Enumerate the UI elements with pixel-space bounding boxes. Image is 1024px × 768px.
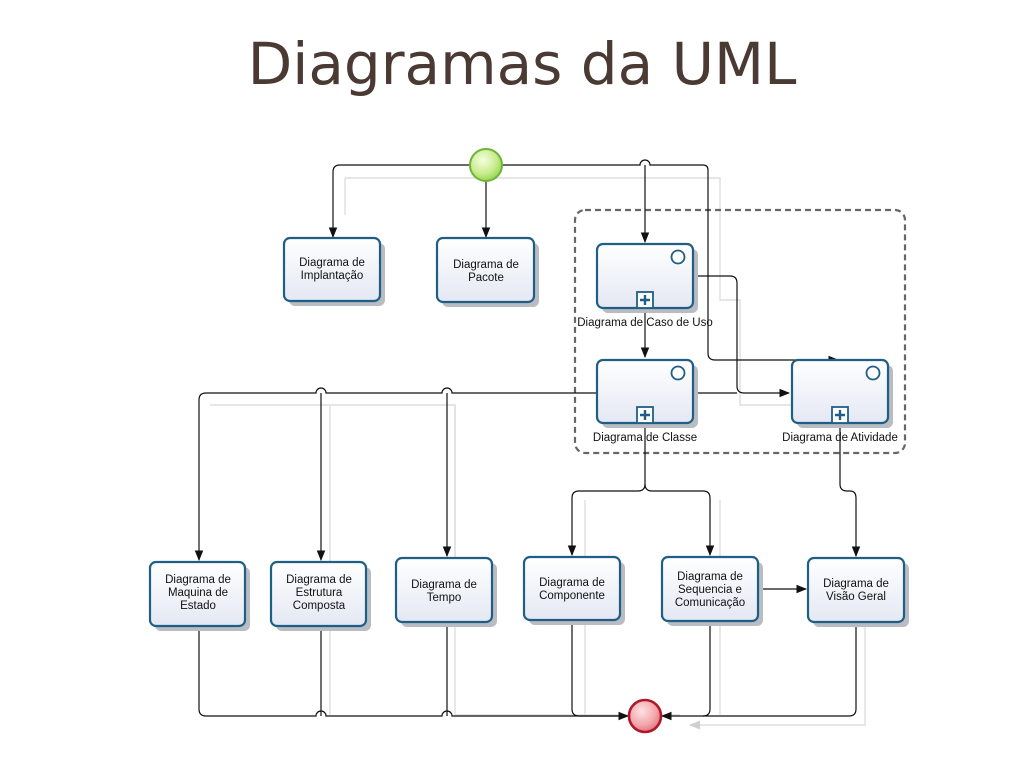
box-caso-de-uso[interactable]: [595, 242, 698, 313]
start-event[interactable]: [469, 148, 503, 182]
box-label-line: Diagrama de: [677, 571, 743, 583]
plus-sign-icon: [640, 295, 650, 305]
box-label-line: Diagrama de: [299, 257, 365, 269]
connectors: [194, 159, 861, 721]
box-caso-de-uso-label: Diagrama de Caso de Uso: [577, 317, 713, 329]
box-label-line: Pacote: [468, 272, 504, 284]
end-event[interactable]: [627, 698, 663, 734]
page-title: Diagramas da UML: [247, 30, 797, 98]
box-atividade-label: Diagrama de Atividade: [782, 432, 898, 444]
diagram-group-boundary: [573, 208, 907, 455]
box-label-line: Diagrama de: [453, 259, 519, 271]
box-label-line: Diagrama de: [165, 574, 231, 586]
box-label-line: Visão Geral: [826, 591, 886, 603]
event-marker-icon: [670, 365, 686, 381]
box-classe[interactable]: [595, 358, 698, 428]
box-atividade[interactable]: [790, 358, 893, 428]
box-label-line: Diagrama de: [411, 579, 477, 591]
plus-sign-icon: [835, 410, 845, 420]
plus-sign-icon: [640, 410, 650, 420]
box-label-line: Composta: [293, 600, 346, 612]
box-label-line: Sequencia e: [678, 584, 742, 596]
box-label-line: Diagrama de: [286, 574, 352, 586]
box-label-line: Tempo: [427, 592, 462, 604]
event-marker-icon: [670, 249, 686, 265]
box-label-line: Diagrama de: [823, 578, 889, 590]
box-label-line: Implantação: [301, 270, 364, 282]
box-label-line: Componente: [539, 590, 605, 602]
box-label-line: Maquina de: [168, 587, 228, 599]
box-label-line: Estado: [180, 600, 216, 612]
box-label-line: Diagrama de: [539, 577, 605, 589]
event-marker-icon: [865, 365, 881, 381]
box-label-line: Comunicação: [675, 597, 745, 609]
box-classe-label: Diagrama de Classe: [593, 432, 697, 444]
box-label-line: Estrutura: [296, 587, 343, 599]
